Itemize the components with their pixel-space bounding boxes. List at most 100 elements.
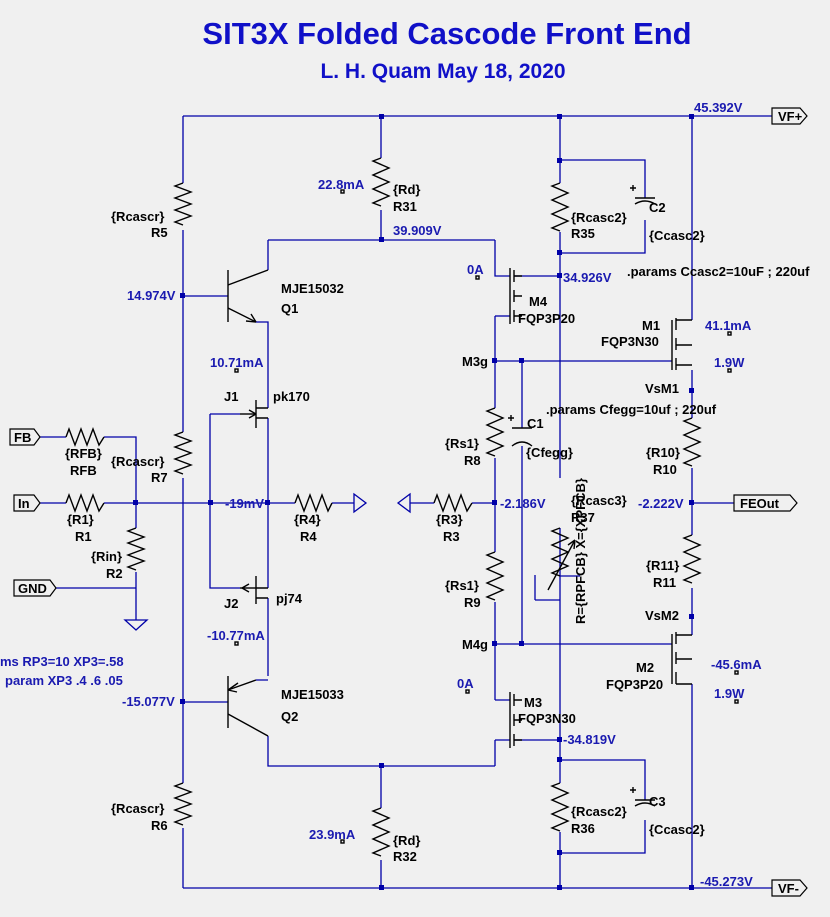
m3-drain-voltage: -34.819V: [563, 732, 616, 747]
port-gnd-label: GND: [18, 581, 47, 596]
resistor-r32: [371, 807, 391, 857]
capacitor-symbols: [511, 197, 656, 807]
j1-ref: J1: [224, 389, 238, 404]
m3-ref: M3: [524, 695, 542, 710]
spice-directives: .params Ccasc2=10uF ; 220uf .params Cfeg…: [0, 264, 810, 688]
r1-ref: R1: [75, 529, 92, 544]
vf-minus-voltage: -45.273V: [700, 874, 753, 889]
port-in-label: In: [18, 496, 30, 511]
r31-value: {Rd}: [393, 182, 420, 197]
m4-drain-voltage: 34.926V: [563, 270, 612, 285]
rfb-value: {RFB}: [65, 446, 102, 461]
m1-power: 1.9W: [714, 355, 745, 370]
m2-model: FQP3P20: [606, 677, 663, 692]
r36-value: {Rcasc2}: [571, 804, 627, 819]
top-rail-voltage: 39.909V: [393, 223, 442, 238]
resistor-symbols: [65, 157, 702, 857]
port-vf-plus-label: VF+: [778, 109, 803, 124]
port-gnd: GND: [13, 579, 57, 597]
node-vsm2: VsM2: [645, 608, 679, 623]
r31-ref: R31: [393, 199, 417, 214]
q2-ref: Q2: [281, 709, 298, 724]
jfet-j2: [240, 576, 268, 604]
resistor-r9: [485, 551, 505, 601]
q1-model: MJE15032: [281, 281, 344, 296]
m3-current: 0A: [457, 676, 474, 691]
r6-ref: R6: [151, 818, 168, 833]
r10-ref: R10: [653, 462, 677, 477]
pot-label: R={RPFCB} X={XPFCB}: [573, 478, 588, 624]
c3-value: {Ccasc2}: [649, 822, 705, 837]
c1-value: {Cfegg}: [526, 445, 573, 460]
r4-value: {R4}: [294, 512, 321, 527]
j2-model: pj74: [276, 591, 303, 606]
r32-ref: R32: [393, 849, 417, 864]
r37-value: {Rcasc3}: [571, 493, 627, 508]
page-title: SIT3X Folded Cascode Front End: [202, 16, 691, 51]
junction-dots: [133, 114, 694, 890]
r2-ref: R2: [106, 566, 123, 581]
mosfet-m4: [509, 268, 522, 324]
m1-ref: M1: [642, 318, 660, 333]
directive-ccasc2: .params Ccasc2=10uF ; 220uf: [627, 264, 810, 279]
c2-ref: C2: [649, 200, 666, 215]
directive-xp3: param XP3 .4 .6 .05: [5, 673, 123, 688]
directive-rp3: ms RP3=10 XP3=.58: [0, 654, 124, 669]
page-subtitle: L. H. Quam May 18, 2020: [320, 60, 565, 83]
port-feout-label: FEOut: [740, 496, 780, 511]
port-fb-label: FB: [14, 430, 31, 445]
input-node-voltage: -19mV: [225, 496, 264, 511]
component-labels: {Rcascr} R5 {Rcascr} R7 {Rcascr} R6 {Rd}…: [65, 182, 705, 864]
jfet-j1: [240, 400, 268, 428]
node-vsm1: VsM1: [645, 381, 679, 396]
m4-ref: M4: [529, 294, 548, 309]
operating-point-labels: 45.392V -45.273V 22.8mA 23.9mA 39.909V 1…: [122, 100, 762, 889]
r6-value: {Rcascr}: [111, 801, 165, 816]
port-fb: FB: [9, 428, 41, 446]
r3-value: {R3}: [436, 512, 463, 527]
r35-ref: R35: [571, 226, 595, 241]
resistor-r3: [433, 493, 473, 513]
resistor-r35: [550, 182, 570, 232]
r7-value: {Rcascr}: [111, 454, 165, 469]
c1-ref: C1: [527, 416, 544, 431]
net-flags: [353, 492, 411, 514]
resistor-r1: [65, 493, 105, 513]
r2-value: {Rin}: [91, 549, 122, 564]
resistor-r31: [371, 157, 391, 207]
r5-value: {Rcascr}: [111, 209, 165, 224]
j2-current: -10.77mA: [207, 628, 265, 643]
r9-ref: R9: [464, 595, 481, 610]
r11-value: {R11}: [646, 558, 679, 573]
ground-symbol: [123, 619, 149, 631]
m2-current: -45.6mA: [711, 657, 762, 672]
m4-current: 0A: [467, 262, 484, 277]
node-m3g: M3g: [462, 354, 488, 369]
j1-model: pk170: [273, 389, 310, 404]
r3-ref: R3: [443, 529, 460, 544]
r36-ref: R36: [571, 821, 595, 836]
r35-value: {Rcasc2}: [571, 210, 627, 225]
resistor-r5: [173, 182, 193, 226]
mosfet-m2: [671, 632, 692, 685]
m1-model: FQP3N30: [601, 334, 659, 349]
m2-ref: M2: [636, 660, 654, 675]
transistor-q1: [227, 269, 269, 323]
mosfet-m1: [671, 318, 692, 370]
port-vf-minus: VF-: [771, 879, 808, 897]
c3-ref: C3: [649, 794, 666, 809]
annotation-markers: [234, 189, 739, 844]
capacitor-plus-signs: [508, 185, 636, 793]
r11-ref: R11: [653, 575, 676, 590]
node-labels: M3g M4g VsM1 VsM2: [462, 354, 679, 652]
feout-voltage: -2.222V: [638, 496, 684, 511]
m4-model: FQP3P20: [518, 311, 575, 326]
directive-cfegg: .params Cfegg=10uf ; 220uf: [546, 402, 717, 417]
c2-value: {Ccasc2}: [649, 228, 705, 243]
transistor-q2: [227, 676, 269, 737]
resistor-rfb: [65, 427, 105, 447]
r31-current: 22.8mA: [318, 177, 365, 192]
q1-ref: Q1: [281, 301, 298, 316]
